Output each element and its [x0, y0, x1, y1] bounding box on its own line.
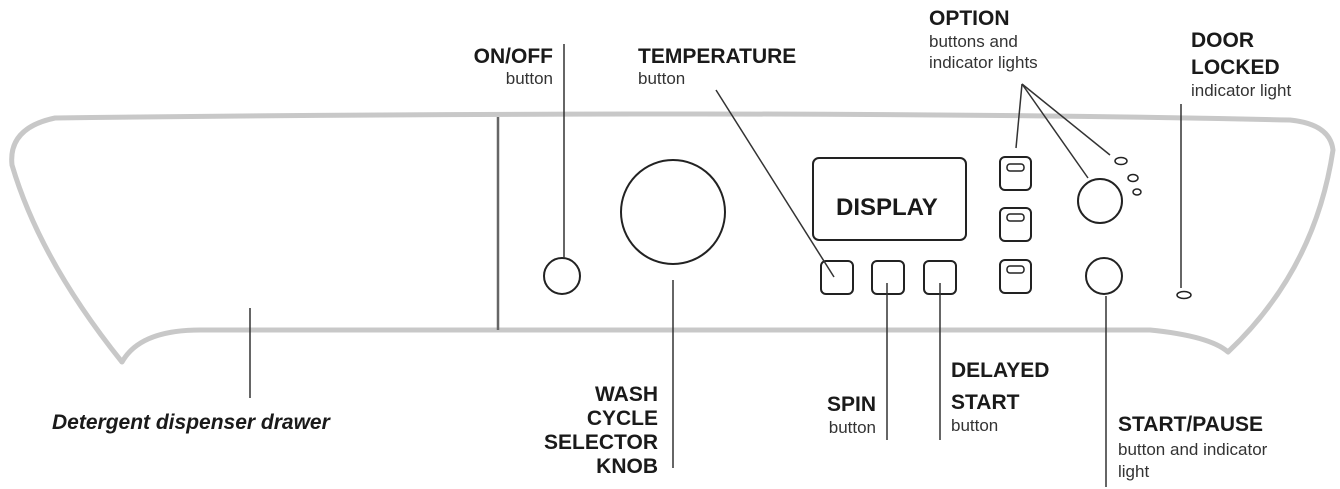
temperature-sub: button: [638, 69, 686, 88]
on-off-button[interactable]: [543, 257, 581, 295]
display-text: DISPLAY: [836, 194, 938, 221]
temperature-title: TEMPERATURE: [638, 45, 797, 68]
option-dial[interactable]: [1077, 178, 1123, 224]
option-leader: [1021, 83, 1089, 179]
on-off-sub: button: [505, 69, 553, 88]
wash-cycle-line-1: WASH: [595, 383, 658, 406]
door-locked-title-1: DOOR: [1191, 29, 1254, 52]
option-indicator-light: [1006, 265, 1025, 274]
start-pause-title: START/PAUSE: [1118, 413, 1264, 436]
wash-cycle-line-2: CYCLE: [586, 407, 658, 430]
detergent-drawer-label: Detergent dispenser drawer: [52, 411, 330, 434]
option-indicator-light: [1006, 163, 1025, 172]
door-locked-sub: indicator light: [1191, 81, 1292, 100]
option-sub-1: buttons and: [929, 32, 1018, 51]
start-pause-sub-1: button and indicator: [1118, 440, 1268, 459]
delayed-start-title-2: START: [951, 391, 1020, 414]
option-button-1[interactable]: [999, 156, 1032, 191]
delayed-start-sub: button: [951, 416, 999, 435]
spin-title: SPIN: [826, 393, 876, 416]
option-leader: [1021, 83, 1111, 156]
option-button-3[interactable]: [999, 259, 1032, 294]
wash-cycle-selector-knob[interactable]: [620, 159, 726, 265]
option-indicator-dot: [1114, 156, 1128, 166]
door-locked-indicator-light: [1176, 290, 1192, 300]
start-pause-button[interactable]: [1085, 257, 1123, 295]
option-indicator-light: [1006, 213, 1025, 222]
spin-sub: button: [828, 418, 876, 437]
option-button-2[interactable]: [999, 207, 1032, 242]
wash-cycle-line-3: SELECTOR: [544, 431, 658, 454]
delayed-start-title-1: DELAYED: [951, 359, 1050, 382]
temperature-button[interactable]: [820, 260, 854, 295]
on-off-title: ON/OFF: [473, 45, 553, 68]
display-screen: [812, 157, 967, 241]
panel-outline: [9, 111, 1336, 365]
option-indicator-dot: [1132, 188, 1142, 196]
option-title: OPTION: [929, 7, 1010, 30]
option-indicator-dot: [1127, 173, 1139, 183]
temperature-leader: [715, 89, 835, 278]
option-sub-2: indicator lights: [929, 53, 1038, 72]
start-pause-sub-2: light: [1118, 462, 1150, 481]
spin-button[interactable]: [871, 260, 905, 295]
door-locked-title-2: LOCKED: [1191, 56, 1280, 79]
wash-cycle-line-4: KNOB: [596, 455, 658, 478]
option-leader: [1015, 83, 1023, 149]
